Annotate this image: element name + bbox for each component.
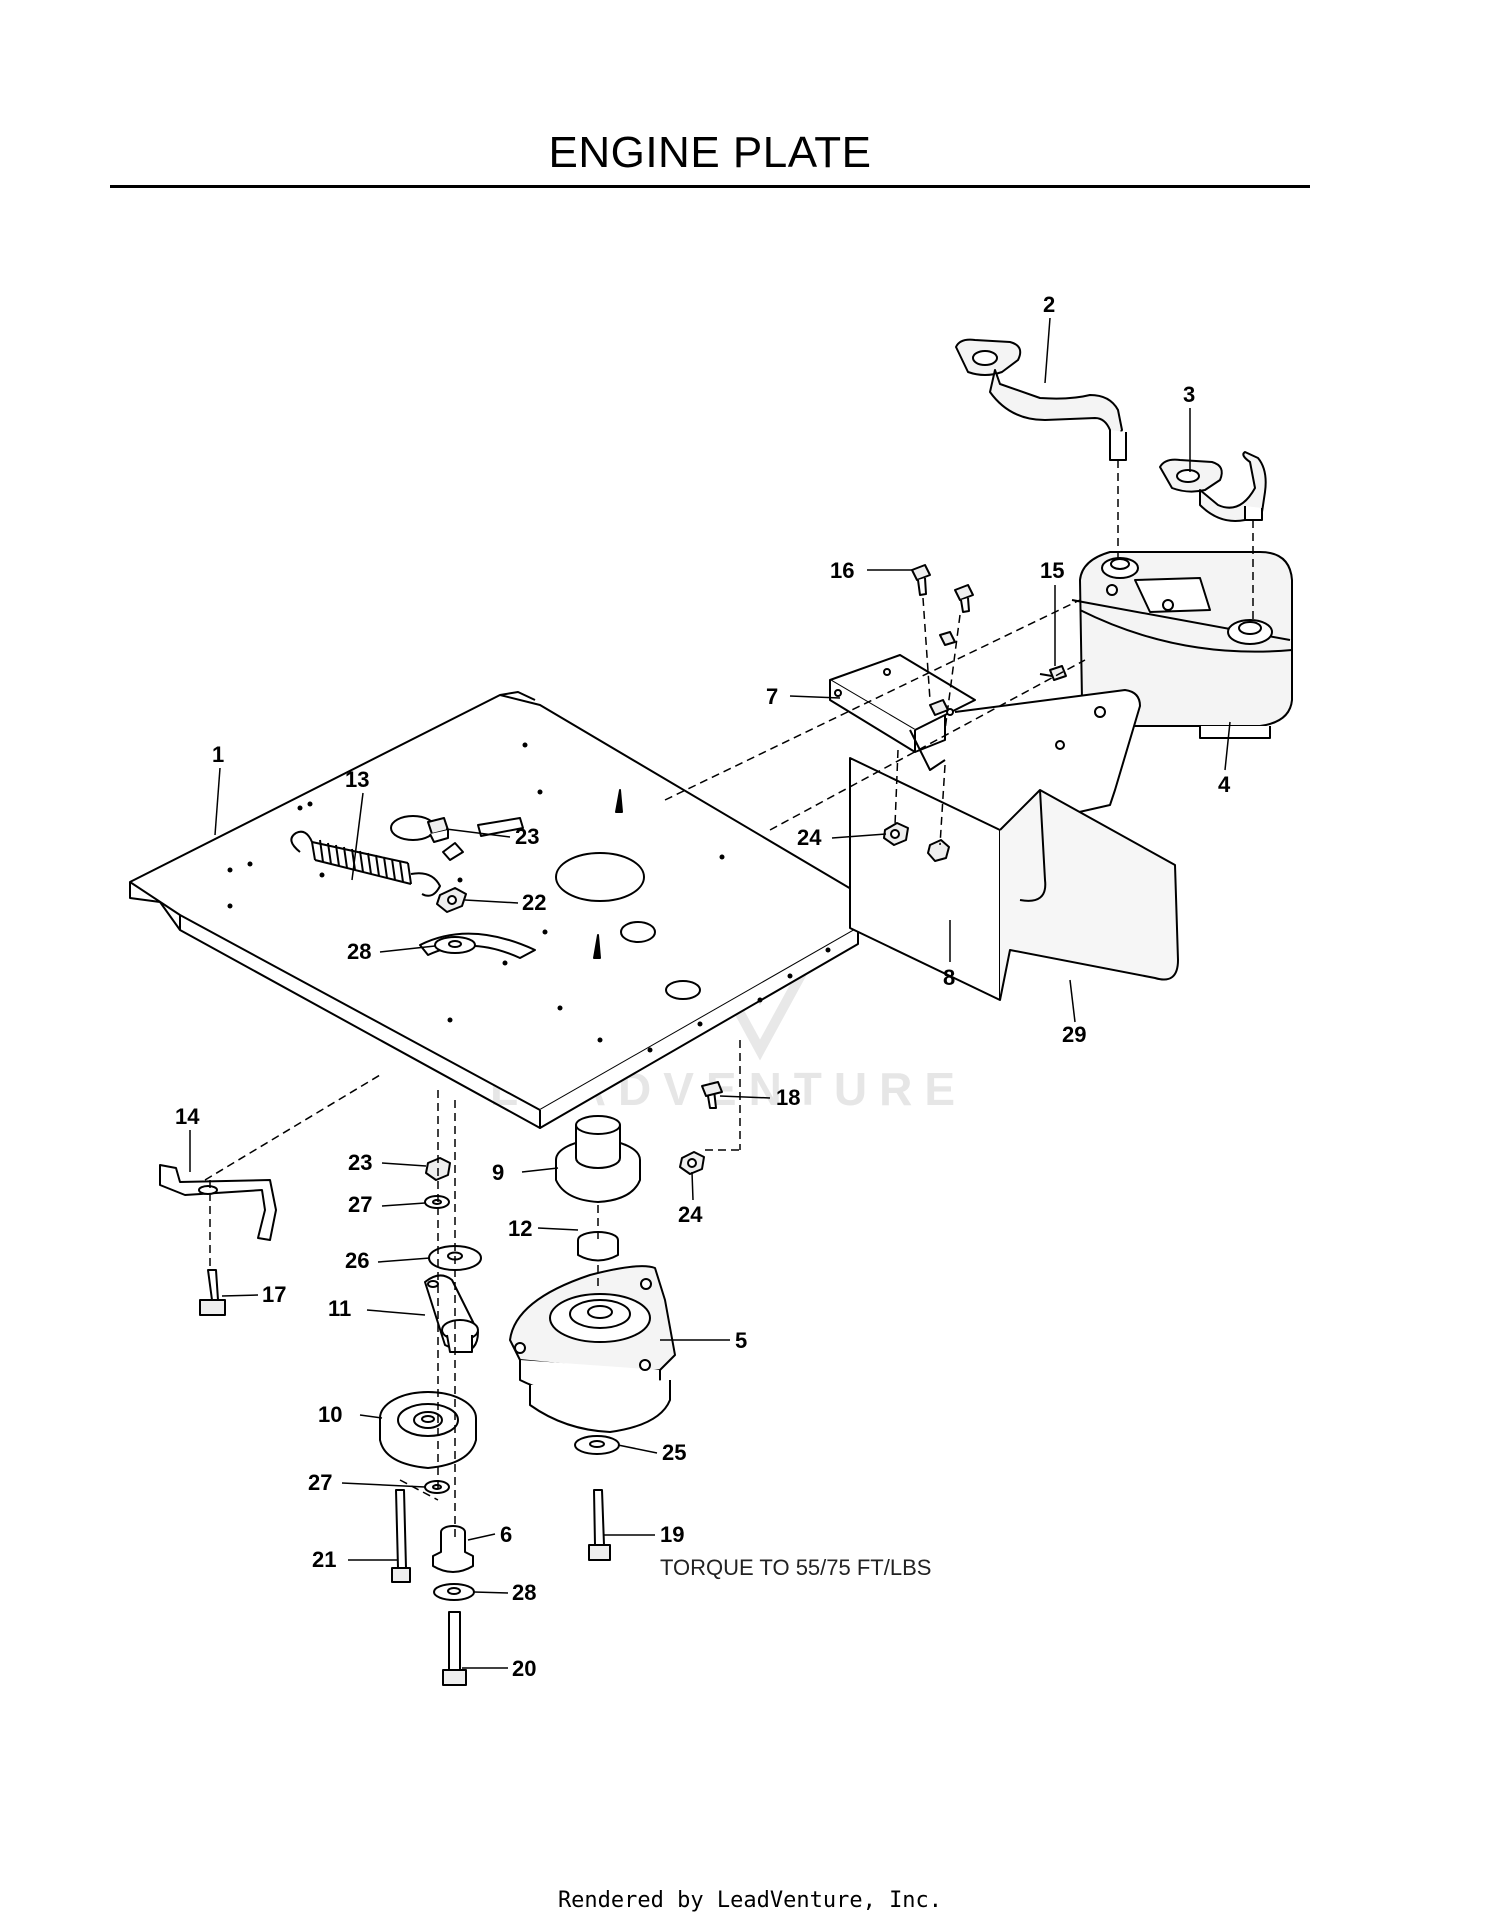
callout-22: 22 xyxy=(522,890,546,915)
callout-16: 16 xyxy=(830,558,854,583)
bolt-20 xyxy=(442,1611,467,1686)
callout-5: 5 xyxy=(735,1328,747,1353)
callout-4: 4 xyxy=(1218,772,1231,797)
callout-18: 18 xyxy=(776,1085,800,1110)
callout-21: 21 xyxy=(312,1547,336,1572)
engine-pulley-9 xyxy=(555,1115,641,1203)
callout-23-lower: 23 xyxy=(348,1150,372,1175)
callout-28-lower: 28 xyxy=(512,1580,536,1605)
torque-note: TORQUE TO 55/75 FT/LBS xyxy=(660,1555,931,1580)
callout-3: 3 xyxy=(1183,382,1195,407)
callout-19: 19 xyxy=(660,1522,684,1547)
callout-6: 6 xyxy=(500,1522,512,1547)
nut-23-upper xyxy=(427,817,449,843)
washer-27-lower xyxy=(424,1480,450,1494)
callout-1: 1 xyxy=(212,742,224,767)
callout-11: 11 xyxy=(328,1296,351,1321)
bolt-21 xyxy=(391,1489,411,1583)
idler-bracket xyxy=(159,1164,277,1241)
muffler xyxy=(1071,551,1293,739)
footer-credit: Rendered by LeadVenture, Inc. xyxy=(557,1888,943,1913)
callout-2: 2 xyxy=(1043,292,1055,317)
bushing-6 xyxy=(432,1525,474,1573)
electric-clutch xyxy=(509,1265,676,1433)
nut-24-upper xyxy=(883,822,909,846)
idler-arm xyxy=(424,1274,479,1353)
callout-9: 9 xyxy=(492,1160,504,1185)
bushing-12 xyxy=(577,1231,619,1262)
bolt-15 xyxy=(1039,665,1067,681)
callout-8: 8 xyxy=(943,965,955,990)
page-title: ENGINE PLATE xyxy=(548,128,872,177)
nut-24-lower xyxy=(679,1151,705,1175)
callout-24-upper: 24 xyxy=(797,825,822,850)
nut-24-upper-b xyxy=(927,839,950,862)
callout-28-upper: 28 xyxy=(347,939,371,964)
exhaust-deflector xyxy=(999,789,1179,1001)
bolt-16 xyxy=(911,564,931,596)
bolt-16b xyxy=(954,584,974,613)
extension-spring xyxy=(290,830,441,897)
bolt-17 xyxy=(199,1269,226,1316)
callout-27-lower: 27 xyxy=(308,1470,332,1495)
bolt-18 xyxy=(701,1081,723,1109)
exhaust-pipe-2 xyxy=(955,338,1127,461)
callout-29: 29 xyxy=(1062,1022,1086,1047)
callout-10: 10 xyxy=(318,1402,342,1427)
leader-lines xyxy=(189,317,1231,1669)
washer-28-lower xyxy=(433,1583,475,1601)
title-divider xyxy=(110,185,1310,188)
callout-12: 12 xyxy=(508,1216,532,1241)
nut-22 xyxy=(436,887,467,913)
washer-27-upper xyxy=(424,1195,450,1209)
callout-17: 17 xyxy=(262,1282,286,1307)
bolt-19 xyxy=(588,1489,611,1561)
callout-24-lower: 24 xyxy=(678,1202,703,1227)
washer-28-plate xyxy=(434,936,476,954)
callout-23-upper: 23 xyxy=(515,824,539,849)
assembly-lines xyxy=(204,460,1254,1540)
washer-25 xyxy=(574,1435,620,1455)
callout-27-upper: 27 xyxy=(348,1192,372,1217)
callout-7: 7 xyxy=(766,684,778,709)
bolt-16c xyxy=(939,631,956,646)
callout-14: 14 xyxy=(175,1104,200,1129)
callout-26: 26 xyxy=(345,1248,369,1273)
callout-15: 15 xyxy=(1040,558,1064,583)
exhaust-pipe-3 xyxy=(1159,451,1267,522)
callout-20: 20 xyxy=(512,1656,536,1681)
callout-25: 25 xyxy=(662,1440,686,1465)
idler-pulley-10 xyxy=(379,1391,477,1469)
callout-13: 13 xyxy=(345,767,369,792)
